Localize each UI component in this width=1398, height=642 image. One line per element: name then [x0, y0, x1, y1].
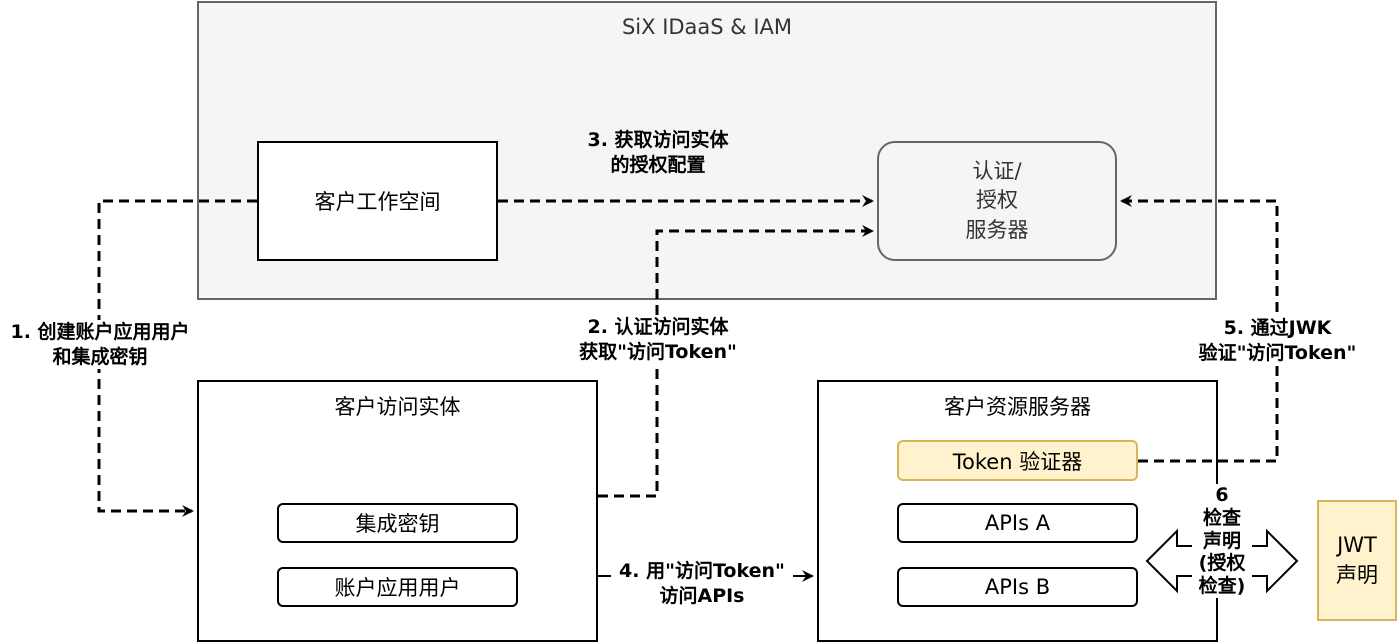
account-app-user-box[interactable]: 账户应用用户: [277, 567, 518, 607]
account-app-user-label: 账户应用用户: [334, 576, 461, 600]
integration-key-box[interactable]: 集成密钥: [277, 503, 518, 543]
token-validator-box[interactable]: Token 验证器: [897, 440, 1138, 481]
apis-b-box[interactable]: APIs B: [897, 567, 1138, 607]
resource-server-title: 客户资源服务器: [944, 395, 1091, 419]
token-validator-label: Token 验证器: [952, 449, 1083, 474]
integration-key-label: 集成密钥: [355, 512, 440, 536]
customer-workspace-label: 客户工作空间: [314, 190, 441, 214]
auth-server-label: 认证/ 授权 服务器: [965, 158, 1029, 242]
arrow-step5: [1120, 195, 1279, 463]
jwt-claim-box[interactable]: JWT 声明: [1317, 500, 1397, 621]
access-entity-title: 客户访问实体: [334, 395, 461, 419]
step4-label: 4. 用"访问Token" 访问APIs: [611, 559, 793, 609]
step5-label: 5. 通过JWK 验证"访问Token": [1185, 316, 1370, 366]
apis-a-label: APIs A: [984, 511, 1051, 535]
apis-a-box[interactable]: APIs A: [897, 503, 1138, 543]
customer-workspace-box[interactable]: 客户工作空间: [257, 141, 498, 261]
jwt-claim-label: JWT 声明: [1336, 533, 1378, 587]
step6-label: 6 检查 声明 (授权 检查): [1192, 484, 1252, 598]
auth-server-box[interactable]: 认证/ 授权 服务器: [877, 141, 1117, 261]
step2-label: 2. 认证访问实体 获取"访问Token": [553, 315, 763, 365]
apis-b-label: APIs B: [984, 575, 1051, 599]
step3-label: 3. 获取访问实体 的授权配置: [587, 129, 729, 176]
iam-title: SiX IDaaS & IAM: [621, 15, 793, 39]
step1-label: 1. 创建账户应用用户 和集成密钥: [0, 320, 200, 370]
